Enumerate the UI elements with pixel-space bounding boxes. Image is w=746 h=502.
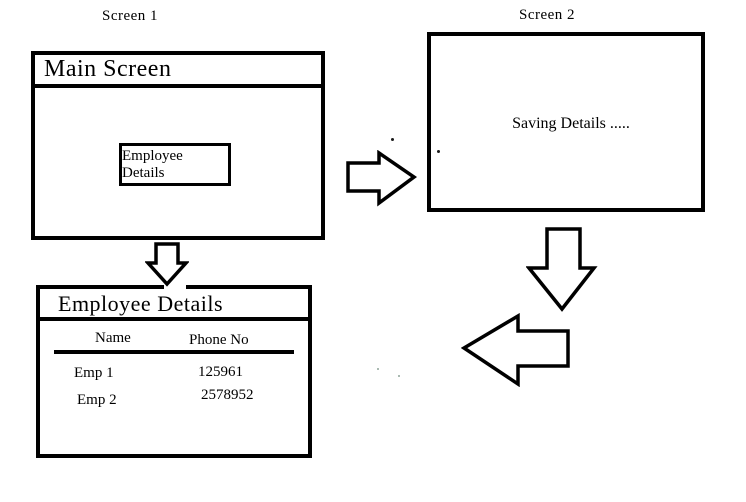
border-gap: [164, 284, 186, 290]
table-header-rule: [54, 350, 294, 354]
ink-speck: [391, 138, 394, 141]
employee-details-title: Employee Details: [58, 291, 224, 316]
table-header-phone: Phone No: [189, 332, 249, 348]
arrow-down-icon-1: [145, 242, 189, 287]
ink-speck: [398, 375, 400, 377]
main-screen-title: Main Screen: [44, 56, 172, 82]
table-row1-name: Emp 1: [74, 365, 114, 381]
main-screen-window: Main Screen Employee Details: [31, 51, 325, 240]
table-row2-phone: 2578952: [201, 387, 254, 403]
employee-details-button-label: Employee Details: [122, 147, 183, 181]
employee-details-window: Employee Details Name Phone No Emp 1 125…: [36, 285, 312, 458]
arrow-down-icon-2: [526, 227, 598, 312]
saving-details-text: Saving Details .....: [512, 115, 630, 132]
screen1-label: Screen 1: [102, 8, 159, 24]
table-row2-name: Emp 2: [77, 392, 117, 408]
main-screen-titlebar: Main Screen: [35, 55, 321, 88]
arrow-left-icon: [461, 313, 570, 387]
employee-details-button: Employee Details: [119, 143, 231, 186]
ink-speck: [437, 150, 440, 153]
arrow-right-icon: [346, 150, 418, 207]
screen2-window: Saving Details .....: [427, 32, 705, 212]
table-row1-phone: 125961: [198, 364, 243, 380]
screen2-label: Screen 2: [519, 7, 576, 23]
ink-speck: [377, 368, 379, 370]
employee-details-titlebar: Employee Details: [40, 289, 308, 321]
table-header-name: Name: [95, 330, 131, 346]
